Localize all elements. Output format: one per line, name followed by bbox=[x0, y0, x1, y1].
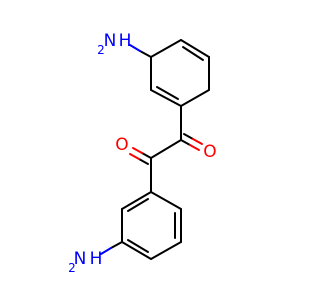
bottom-benzene-ring bbox=[121, 191, 182, 260]
ring-bond bbox=[180, 89, 210, 107]
carbonyl-bond-right-c bbox=[180, 139, 191, 146]
carbonyl-bond-left-c bbox=[141, 152, 152, 159]
amine-bond-top-n bbox=[129, 44, 141, 52]
ring-bond bbox=[150, 89, 182, 107]
amine-bond-top-c bbox=[139, 50, 152, 58]
nitrogen-label-bottom: N bbox=[74, 249, 87, 269]
carbonyl-bond-left-o bbox=[132, 147, 143, 154]
structure-canvas: N H 2 O O N H 2 bbox=[68, 31, 217, 275]
amine-bond-bottom-n bbox=[100, 247, 112, 255]
ring-bond bbox=[150, 191, 182, 210]
hydrogen-count-bottom: 2 bbox=[68, 261, 76, 275]
amine-group-top: N H 2 bbox=[97, 31, 131, 57]
ring-bond bbox=[150, 241, 182, 260]
carbonyl-double-left-c bbox=[138, 158, 149, 165]
hydrogen-count-top: 2 bbox=[97, 43, 105, 57]
ring-double-bond bbox=[156, 86, 179, 100]
carbonyl-double-left-o bbox=[129, 153, 140, 160]
ring-bond bbox=[150, 39, 182, 58]
top-benzene-ring bbox=[150, 39, 210, 107]
carbonyl-bond-right-o bbox=[189, 144, 200, 151]
carbonyl-double-right-c bbox=[183, 133, 194, 140]
amine-bond-bottom-c bbox=[110, 241, 123, 249]
hydrogen-label-top: H bbox=[119, 31, 132, 51]
oxygen-label-left: O bbox=[115, 135, 128, 155]
oxygen-label-right: O bbox=[203, 142, 216, 162]
ring-bond bbox=[121, 241, 152, 260]
ring-double-bond bbox=[127, 198, 149, 212]
ring-double-bond bbox=[182, 46, 204, 61]
carbonyl-double-right-o bbox=[192, 138, 203, 145]
ring-bond bbox=[180, 39, 210, 58]
amine-group-bottom: N H 2 bbox=[68, 249, 102, 275]
dicarbonyl-bond bbox=[150, 139, 182, 159]
hydrogen-label-bottom: H bbox=[90, 249, 103, 269]
nitrogen-label-top: N bbox=[104, 31, 117, 51]
ring-double-bond bbox=[127, 239, 149, 253]
molecule-diagram: N H 2 O O N H 2 bbox=[68, 31, 217, 275]
ring-bond bbox=[121, 191, 152, 210]
